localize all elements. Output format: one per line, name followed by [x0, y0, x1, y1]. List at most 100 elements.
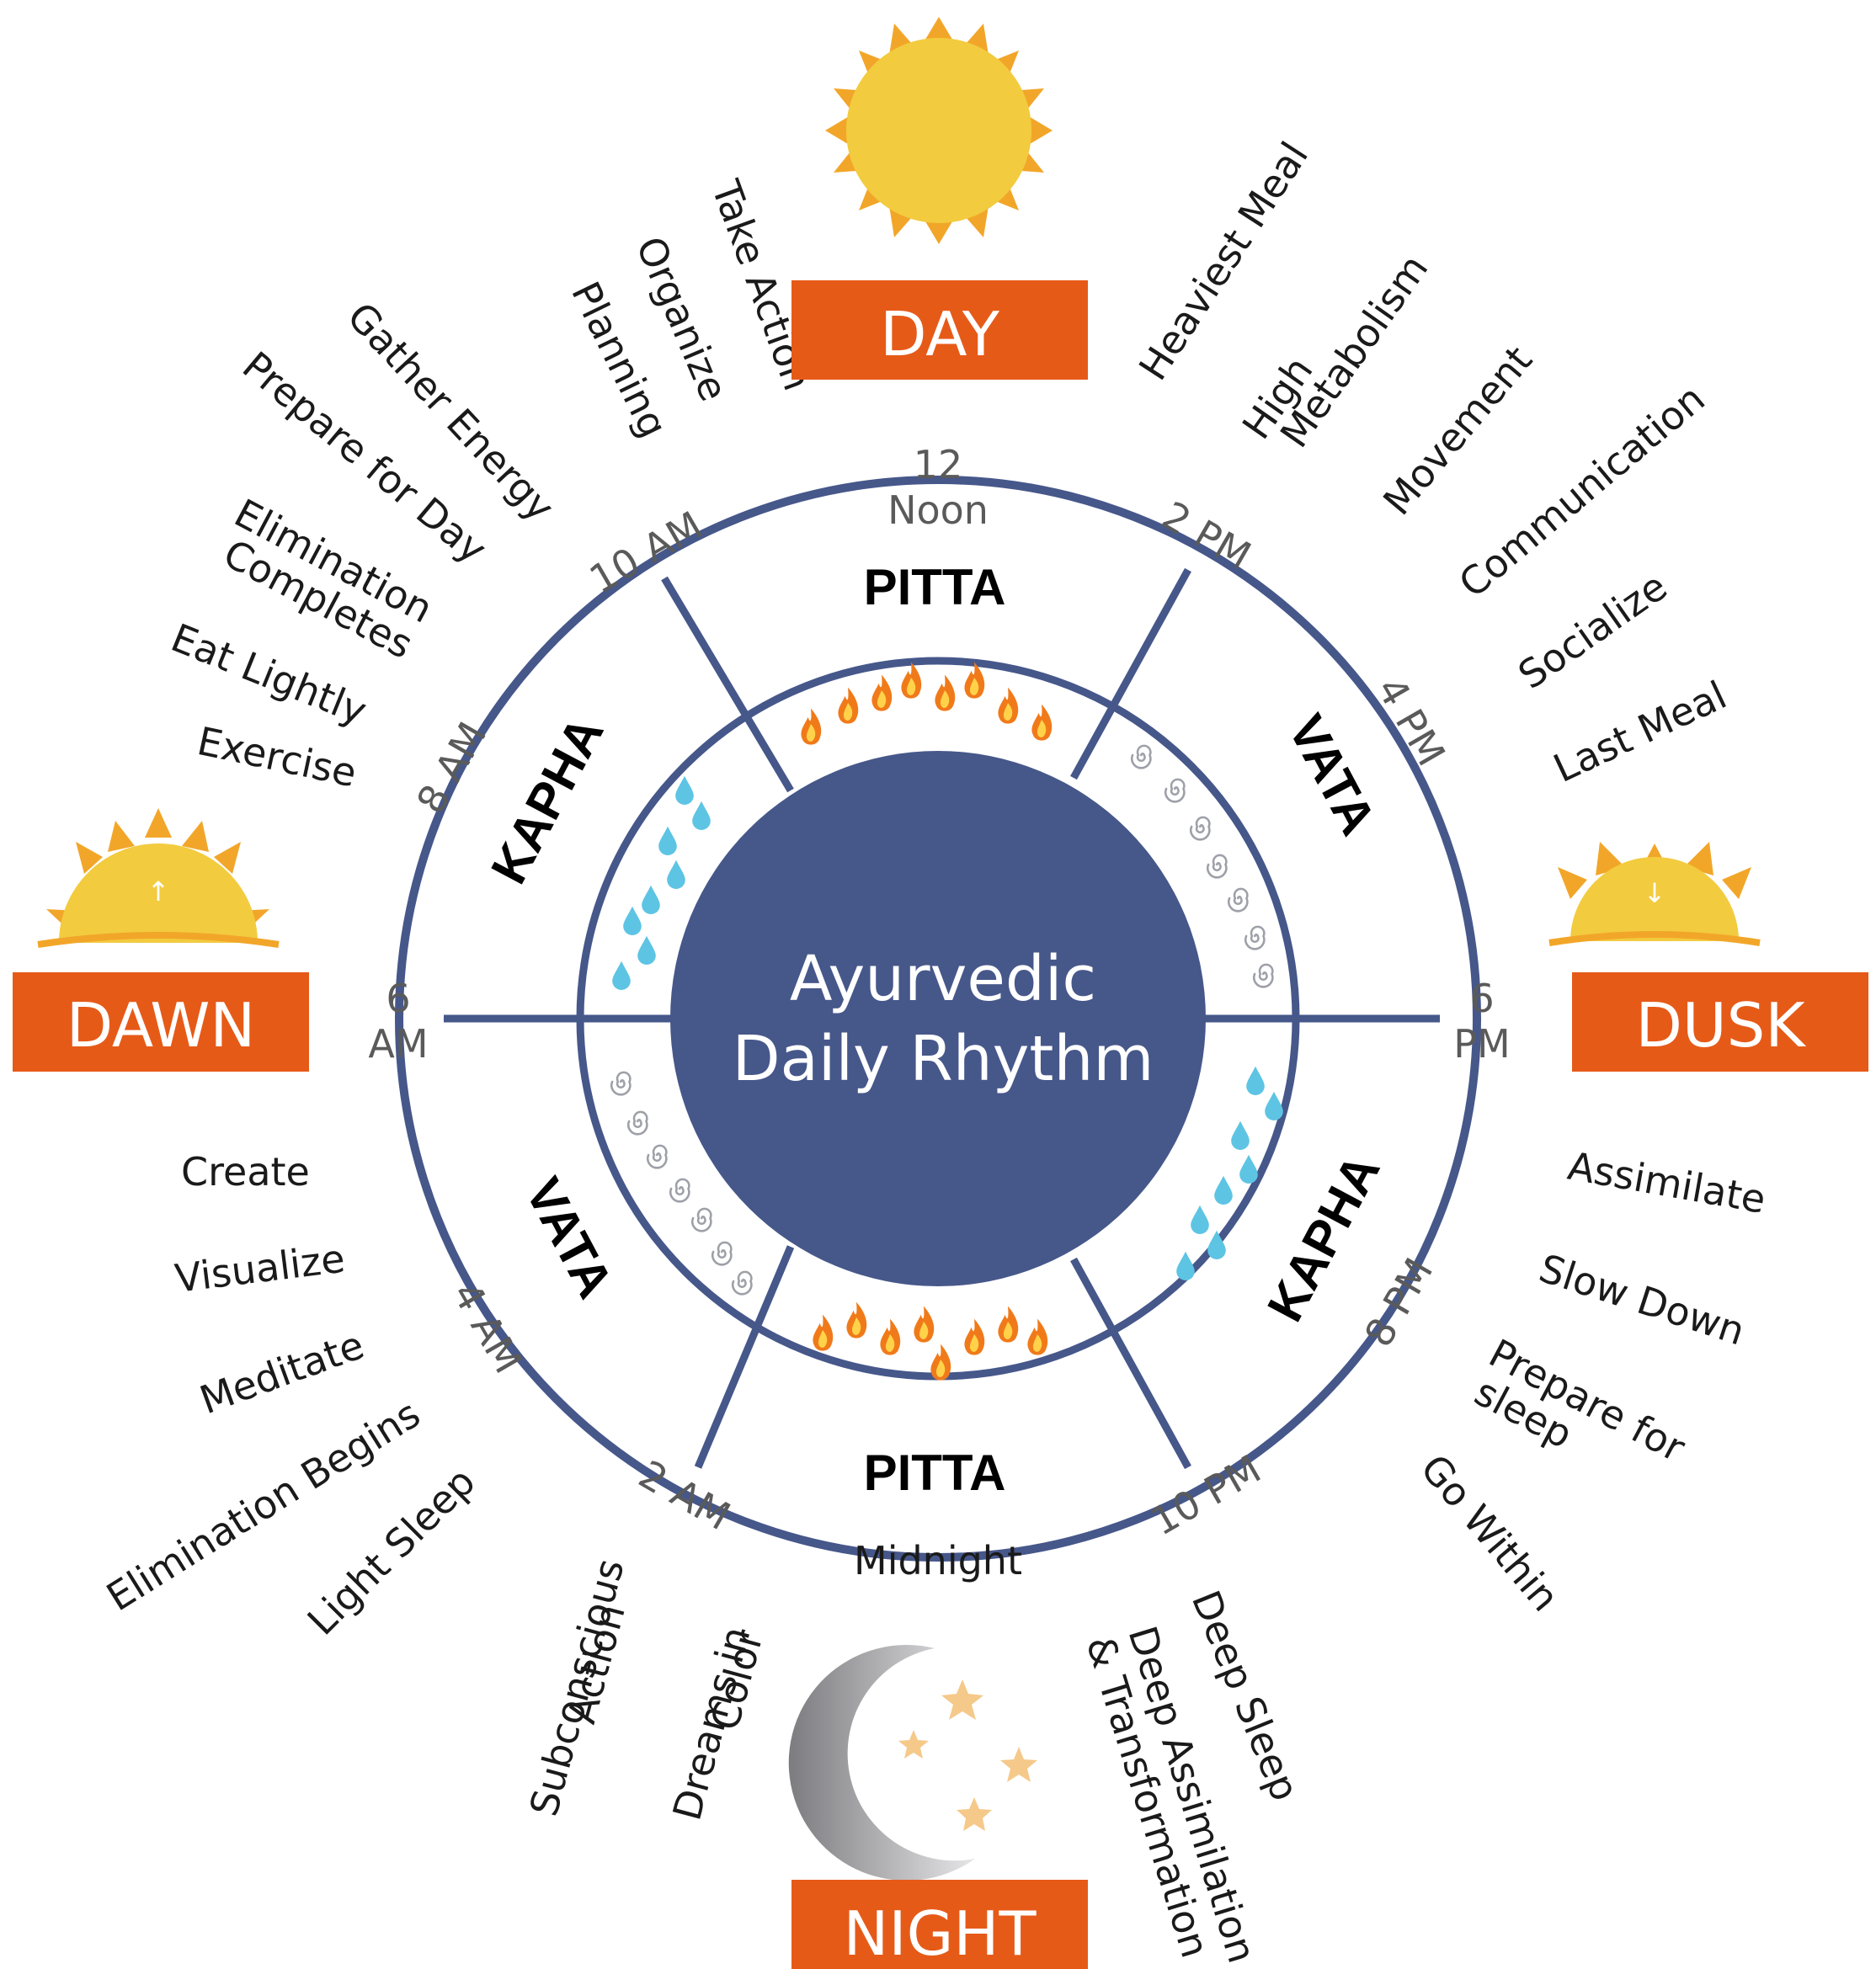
time-12-noon-number: 12 [914, 442, 963, 487]
wind-swirl-icon [711, 1241, 733, 1266]
period-day-label: DAY [880, 299, 1000, 370]
wind-swirl-icon [1206, 854, 1228, 879]
wind-swirl-icon [1252, 963, 1274, 988]
time-2am: 2 AM [632, 1451, 738, 1539]
water-drop-icon [1239, 1154, 1258, 1184]
fire-icon [964, 1318, 985, 1355]
activity-visualize: Visualize [173, 1236, 348, 1301]
period-night-banner [791, 1880, 1088, 1969]
fire-icon [930, 1344, 951, 1381]
water-drop-icon [658, 826, 677, 855]
wind-swirl-icon [1227, 887, 1249, 913]
fire-icon [935, 674, 956, 711]
time-6am-suffix: AM [368, 1021, 428, 1067]
water-drop-icon [612, 961, 631, 990]
activity-movement: Movement [1374, 338, 1541, 524]
center-title-line2: Daily Rhythm [733, 1023, 1154, 1095]
fire-icon [914, 1306, 935, 1343]
star-icon [941, 1679, 983, 1720]
time-8am: 8 AM [408, 715, 495, 822]
period-night-label: NIGHT [843, 1898, 1037, 1969]
water-drop-icon [1214, 1175, 1233, 1205]
period-dusk-label: DUSK [1635, 990, 1806, 1061]
period-day-banner [791, 280, 1088, 380]
arrow-up-icon: ↑ [147, 875, 170, 907]
fire-icon [838, 687, 859, 724]
water-drop-icon [1176, 1251, 1195, 1280]
activity-assimilate: Assimilate [1564, 1143, 1769, 1222]
fire-icon [801, 708, 822, 745]
wind-swirl-icon [610, 1071, 632, 1096]
activity-last-meal: Last Meal [1547, 672, 1734, 791]
activity-go-within: Go Within [1412, 1445, 1569, 1620]
star-icon [1000, 1747, 1037, 1782]
sunset-icon: ↓ [1548, 842, 1761, 946]
fire-icon [901, 662, 922, 699]
water-drop-icon [675, 775, 694, 805]
outer-ring [395, 476, 1481, 1562]
wind-swirl-icon [626, 1110, 648, 1136]
water-drop-icon [1191, 1205, 1209, 1234]
time-10pm: 10 PM [1143, 1446, 1269, 1545]
spokes [444, 567, 1440, 1470]
fire-icon [1031, 704, 1053, 741]
activity-slow-down: Slow Down [1534, 1245, 1751, 1354]
sun-icon [825, 17, 1053, 244]
activity-heaviest-meal: Heaviest Meal [1130, 134, 1317, 388]
fire-icon [871, 674, 893, 711]
moon-icon [788, 1644, 975, 1881]
wind-swirl-icon [1244, 925, 1266, 950]
wind-swirl-icon [1130, 744, 1152, 769]
period-dawn-label: DAWN [67, 990, 256, 1061]
water-drop-icon [637, 935, 656, 965]
activity-gather-energy: Gather Energy [338, 294, 563, 530]
activity-create: Create [181, 1149, 310, 1195]
time-6pm-suffix: PM [1453, 1021, 1510, 1067]
wind-swirl-icon [690, 1207, 712, 1232]
star-icon [898, 1730, 929, 1759]
arrow-down-icon: ↓ [1644, 877, 1666, 909]
wind-swirl-icon [1164, 778, 1186, 803]
fire-icon [1027, 1318, 1048, 1355]
star-icon [957, 1797, 992, 1831]
water-drop-icon [623, 906, 642, 935]
fire-icon [813, 1314, 834, 1351]
dosha-pitta-day: PITTA [864, 559, 1006, 615]
activity-metabolism: Metabolism [1271, 247, 1437, 456]
time-10am: 10 AM [582, 503, 710, 603]
dosha-vata-am: VATA [514, 1168, 624, 1306]
sunrise-icon: ↑ [37, 808, 280, 948]
fire-icon [964, 662, 985, 699]
wind-swirl-icon [669, 1178, 690, 1203]
dosha-pitta-night: PITTA [864, 1445, 1006, 1501]
fire-icon [998, 1306, 1019, 1343]
water-drop-icon [642, 885, 660, 914]
water-drop-icon [1246, 1066, 1265, 1095]
time-6pm-number: 6 [1469, 976, 1494, 1021]
dosha-vata-pm: VATA [1277, 705, 1387, 843]
water-drop-icon [1231, 1120, 1250, 1150]
time-12-noon-word: Noon [887, 487, 989, 533]
time-4am: 4 AM [444, 1275, 531, 1381]
wind-swirl-icon [731, 1270, 753, 1296]
period-dawn-banner [13, 972, 309, 1072]
fire-icon [846, 1301, 867, 1338]
center-circle [670, 751, 1206, 1286]
time-8pm: 8 PM [1356, 1250, 1442, 1354]
fire-icon [880, 1318, 901, 1355]
time-2pm: 2 PM [1154, 492, 1258, 578]
stars [898, 1679, 1037, 1831]
fire-icon [998, 687, 1019, 724]
center-title-line1: Ayurvedic [790, 943, 1096, 1015]
period-dusk-banner [1572, 972, 1868, 1072]
wind-swirl-icon [1189, 816, 1211, 841]
dosha-kapha-am: KAPHA [480, 707, 614, 892]
water-drop-icon [1265, 1091, 1283, 1120]
time-4pm: 4 PM [1368, 669, 1454, 773]
time-6am-number: 6 [386, 976, 410, 1021]
activity-meditate: Meditate [194, 1322, 370, 1423]
water-drop-icon [692, 801, 711, 830]
time-midnight: Midnight [854, 1538, 1022, 1583]
water-drop-icon [667, 859, 685, 889]
